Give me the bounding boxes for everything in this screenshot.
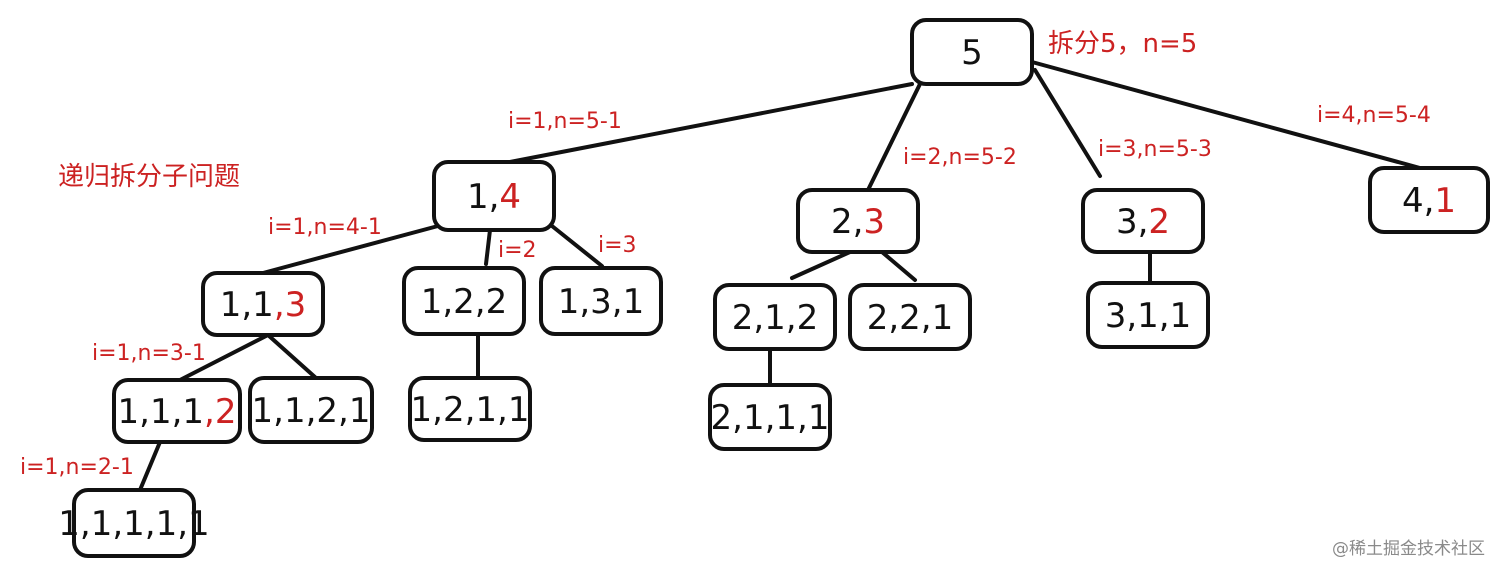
tree-node: 2,3 bbox=[796, 188, 920, 254]
node-label-part: 3,1,1 bbox=[1105, 296, 1192, 336]
node-label: 2,2,1 bbox=[867, 298, 954, 338]
edge-label: i=2,n=5-2 bbox=[903, 145, 1017, 170]
node-label-part: 1,1,2,1 bbox=[252, 391, 371, 431]
tree-node: 1,2,1,1 bbox=[408, 376, 532, 442]
node-box bbox=[708, 383, 832, 451]
node-label: 3,2 bbox=[1116, 202, 1170, 242]
node-box bbox=[713, 283, 837, 351]
edge-labels-layer: i=1,n=5-1 i=2,n=5-2 i=3,n=5-3 i=4,n=5-4 i=1,… bbox=[20, 103, 1431, 480]
node-label-part: 2, bbox=[831, 202, 863, 242]
node-box bbox=[910, 18, 1034, 86]
tree-node: 1,2,2 bbox=[402, 266, 526, 336]
node-label-part: 2,1,1,1 bbox=[711, 398, 830, 438]
node-label: 3,1,1 bbox=[1105, 296, 1192, 336]
tree-node: 5 bbox=[910, 18, 1034, 86]
root-annotation: 拆分5，n=5 bbox=[1048, 29, 1197, 59]
tree-node: 2,2,1 bbox=[848, 283, 972, 351]
edge-n1_1_3-n1_1_2_1 bbox=[266, 333, 318, 380]
tree-node: 1,1,2,1 bbox=[248, 376, 374, 444]
edge-n5-n3_2 bbox=[1033, 68, 1102, 178]
tree-node: 1,1,1,1,1 bbox=[58, 488, 210, 558]
node-label: 4,1 bbox=[1402, 181, 1456, 221]
edge-n1_1_3-n1_1_1_2 bbox=[178, 333, 270, 382]
node-box bbox=[539, 266, 663, 336]
node-label-highlight: 2 bbox=[1148, 202, 1170, 242]
node-label: 1,1,1,1,1 bbox=[58, 504, 209, 544]
edge-n1_4-n1_1_3 bbox=[261, 224, 440, 275]
tree-node: 3,2 bbox=[1081, 188, 1205, 254]
node-box bbox=[72, 488, 196, 558]
edge-label: i=1,n=2-1 bbox=[20, 455, 134, 480]
edge-label: i=3 bbox=[598, 233, 637, 258]
node-label-part: 1, bbox=[467, 177, 499, 217]
node-box bbox=[201, 271, 325, 337]
node-label: 1,1,3 bbox=[220, 285, 307, 325]
edge-label: i=1,n=4-1 bbox=[268, 215, 382, 240]
edge-label: i=1,n=5-1 bbox=[508, 109, 622, 134]
node-label: 1,1,2,1 bbox=[252, 391, 371, 431]
edge-label: i=1,n=3-1 bbox=[92, 341, 206, 366]
tree-node: 1,3,1 bbox=[539, 266, 663, 336]
node-label-part: 1,1,1 bbox=[118, 392, 205, 432]
tree-node: 1,1,3 bbox=[201, 271, 325, 337]
node-label-part: 2,1,2 bbox=[732, 298, 819, 338]
node-label-part: 1,3,1 bbox=[558, 282, 645, 322]
side-annotation: 递归拆分子问题 bbox=[58, 162, 240, 192]
edge-n5-n2_3 bbox=[866, 82, 922, 192]
tree-node: 2,1,1,1 bbox=[708, 383, 832, 451]
node-box bbox=[402, 266, 526, 336]
edge-n5-n4_1 bbox=[1030, 60, 1422, 170]
node-label: 5 bbox=[961, 33, 983, 73]
node-label: 1,2,1,1 bbox=[411, 390, 530, 430]
node-box bbox=[408, 376, 532, 442]
node-label-part: 2,2,1 bbox=[867, 298, 954, 338]
node-box bbox=[1081, 188, 1205, 254]
node-label-part: 5 bbox=[961, 33, 983, 73]
node-label: 2,1,2 bbox=[732, 298, 819, 338]
node-label: 1,1,1,2 bbox=[118, 392, 237, 432]
edge-n1_4-n1_2_2 bbox=[484, 228, 492, 266]
edges-layer bbox=[138, 60, 1422, 492]
node-box bbox=[432, 160, 556, 232]
tree-node: 1,1,1,2 bbox=[112, 378, 242, 444]
edge-label: i=3,n=5-3 bbox=[1098, 137, 1212, 162]
edge-label: i=2 bbox=[498, 238, 537, 263]
node-label-part: 1,2,2 bbox=[421, 282, 508, 322]
node-label-part: 1,1,1,1,1 bbox=[58, 504, 209, 544]
node-label-highlight: ,3 bbox=[274, 285, 306, 325]
node-label-highlight: 3 bbox=[863, 202, 885, 242]
node-box bbox=[848, 283, 972, 351]
edge-n5-n1_4 bbox=[508, 82, 914, 164]
node-label-part: 1,2,1,1 bbox=[411, 390, 530, 430]
node-label-part: 3, bbox=[1116, 202, 1148, 242]
node-label: 1,3,1 bbox=[558, 282, 645, 322]
tree-node: 1,4 bbox=[432, 160, 556, 232]
node-label: 1,2,2 bbox=[421, 282, 508, 322]
watermark: @稀土掘金技术社区 bbox=[1332, 539, 1485, 559]
tree-node: 3,1,1 bbox=[1086, 281, 1210, 349]
node-label-highlight: 1 bbox=[1434, 181, 1456, 221]
node-label-part: 4, bbox=[1402, 181, 1434, 221]
edge-label: i=4,n=5-4 bbox=[1317, 103, 1431, 128]
edge-n2_3-n2_2_1 bbox=[880, 250, 917, 282]
node-label: 2,1,1,1 bbox=[711, 398, 830, 438]
node-box bbox=[248, 376, 374, 444]
node-box bbox=[796, 188, 920, 254]
node-label: 2,3 bbox=[831, 202, 885, 242]
tree-node: 2,1,2 bbox=[713, 283, 837, 351]
node-box bbox=[112, 378, 242, 444]
node-label: 1,4 bbox=[467, 177, 521, 217]
edge-n2_3-n2_1_2 bbox=[790, 250, 852, 280]
node-label-highlight: ,2 bbox=[204, 392, 236, 432]
tree-node: 4,1 bbox=[1368, 166, 1490, 234]
node-label-part: 1,1 bbox=[220, 285, 274, 325]
node-label-highlight: 4 bbox=[499, 177, 521, 217]
node-box bbox=[1368, 166, 1490, 234]
node-box bbox=[1086, 281, 1210, 349]
edge-n1_1_1_2-n1x5 bbox=[138, 440, 162, 492]
edge-n1_4-n1_3_1 bbox=[550, 224, 604, 268]
